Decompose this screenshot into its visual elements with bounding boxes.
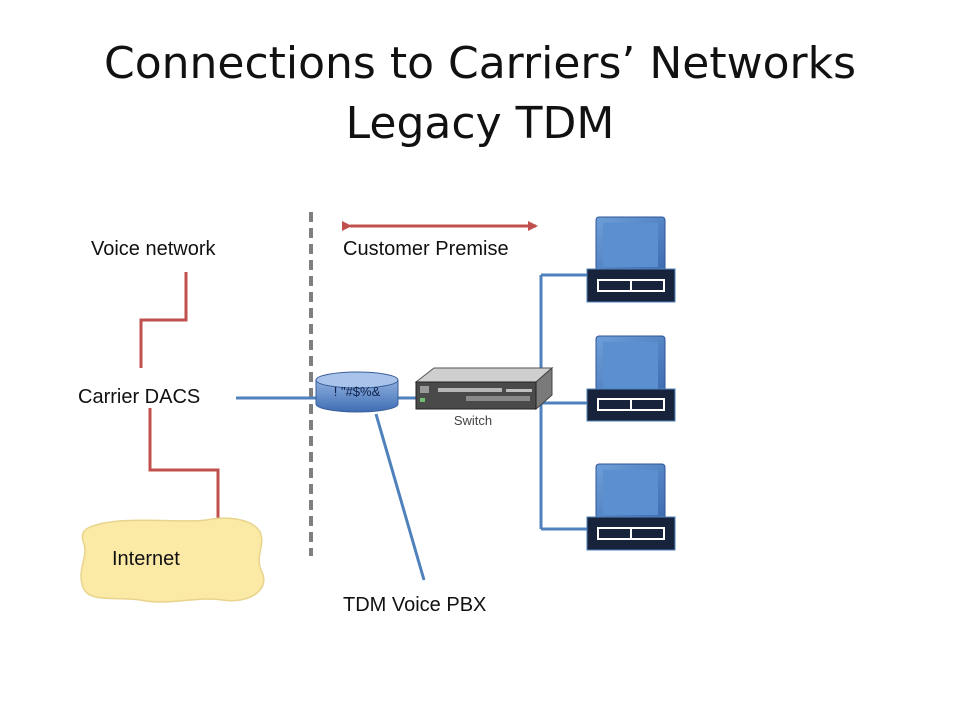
switch-icon: Switch xyxy=(414,366,554,428)
internet-label: Internet xyxy=(112,548,180,570)
monitor-icon xyxy=(586,216,676,303)
tdm-voice-pbx-label: TDM Voice PBX xyxy=(343,594,487,616)
internet-link xyxy=(148,408,220,520)
voice-network-link xyxy=(139,272,188,368)
internet-cloud xyxy=(80,517,265,603)
voice-network-label: Voice network xyxy=(91,238,216,260)
customer-premise-label: Customer Premise xyxy=(343,238,509,260)
slide-title-line-2: Legacy TDM xyxy=(345,98,615,149)
monitor-icon xyxy=(586,335,676,422)
switch-label: Switch xyxy=(454,413,492,428)
router-icon: ! "#$%& xyxy=(315,371,399,413)
monitor-icon xyxy=(586,463,676,551)
router-symbol-text: ! "#$%& xyxy=(334,384,381,399)
carrier-dacs-label: Carrier DACS xyxy=(78,386,201,408)
slide-title-line-1: Connections to Carriers’ Networks xyxy=(103,38,857,89)
router-to-pbx-link xyxy=(374,413,426,581)
